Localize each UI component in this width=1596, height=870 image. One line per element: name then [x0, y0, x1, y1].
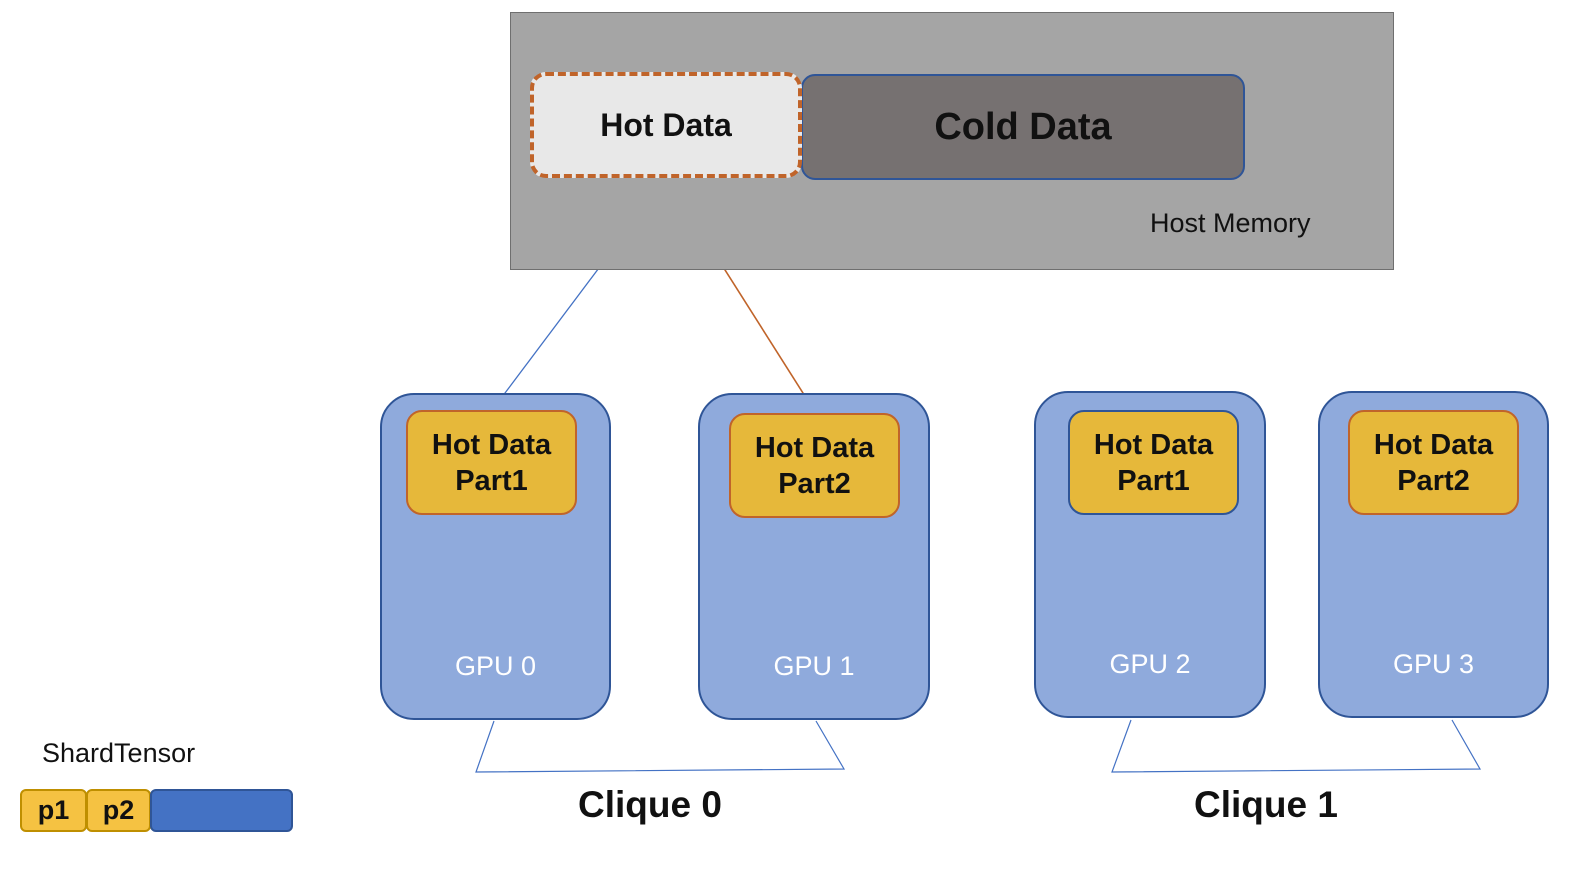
part-title: Hot Data — [431, 428, 552, 461]
part-name: Part1 — [1117, 464, 1190, 497]
part-title: Hot Data — [1093, 428, 1214, 461]
part-name: Part2 — [778, 467, 851, 500]
part-name: Part2 — [1397, 464, 1470, 497]
gpu-1-label: GPU 1 — [773, 651, 855, 681]
clique-0-bracket — [475, 720, 846, 773]
part-title: Hot Data — [754, 431, 875, 464]
part-title: Hot Data — [1373, 428, 1494, 461]
clique-1-bracket — [1111, 719, 1482, 773]
shard-tensor-cell-rest — [150, 789, 293, 832]
gpu-3-label: GPU 3 — [1392, 649, 1475, 679]
shard-tensor-label: ShardTensor — [42, 738, 196, 768]
clique-0-label: Clique 0 — [578, 784, 722, 825]
gpu-2-label: GPU 2 — [1109, 649, 1191, 679]
shard-tensor-cell-p1: p1 — [20, 789, 87, 832]
shard-tensor-cell-p2: p2 — [86, 789, 151, 832]
part-name: Part1 — [455, 464, 528, 497]
host-memory-label: Host Memory — [1150, 208, 1311, 238]
hot-data-box: Hot Data — [530, 72, 802, 178]
cold-data-box: Cold Data — [801, 74, 1245, 180]
clique-1-label: Clique 1 — [1194, 784, 1338, 825]
gpu-0-label: GPU 0 — [454, 651, 537, 681]
